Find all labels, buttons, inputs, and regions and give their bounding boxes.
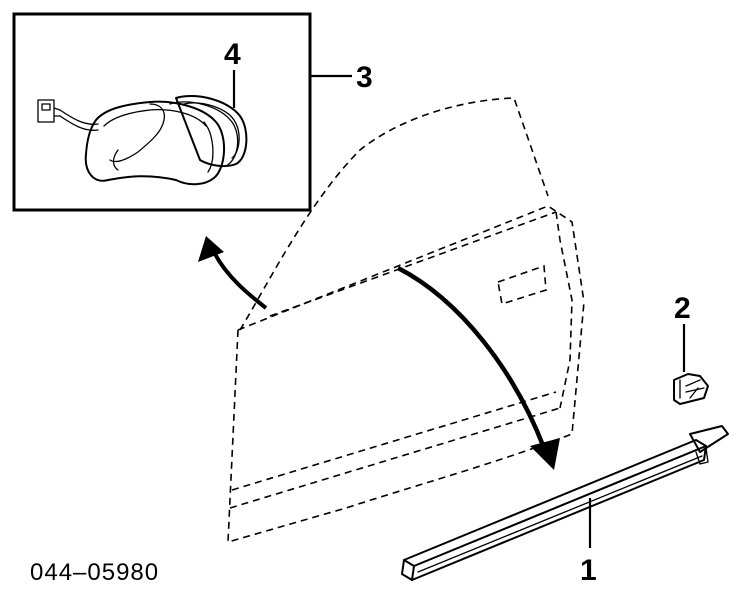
callout-4: 4: [224, 38, 241, 71]
arrow-to-mirror: [198, 236, 268, 310]
diagram-part-number: 044–05980: [30, 559, 159, 586]
callout-1: 1: [580, 554, 597, 587]
mirror-housing: [84, 100, 226, 186]
door-outline: [227, 97, 585, 544]
callout-2: 2: [674, 292, 691, 325]
mirror-connector: [37, 99, 99, 131]
molding-clip: [673, 373, 709, 405]
arrow-to-molding: [396, 266, 560, 470]
mirror-inset: 4: [12, 12, 312, 212]
door-molding: [401, 425, 729, 581]
mirror-gasket: [169, 95, 248, 168]
callout-3: 3: [356, 61, 373, 94]
inset-frame: [12, 12, 312, 212]
